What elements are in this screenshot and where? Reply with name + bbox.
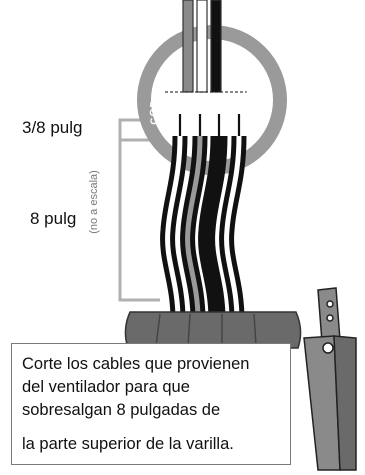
wire-bundle <box>160 135 247 321</box>
long-measure-label: 8 pulg <box>30 209 77 228</box>
scale-note: (no a escala) <box>88 170 100 234</box>
caption-line: la parte superior de la varilla. <box>22 435 234 454</box>
incoming-conductors <box>182 0 222 93</box>
caption-line: Corte los cables que provienen <box>22 355 250 373</box>
short-measure-label: 3/8 pulg <box>22 118 83 137</box>
canopy <box>124 311 302 349</box>
caption-line: del ventilador para que <box>22 378 190 397</box>
wire-stripper-icon <box>303 287 357 471</box>
caption-line: sobresalgan 8 pulgadas de <box>22 401 221 420</box>
stripped-wire-ends <box>178 114 241 136</box>
caption-box: Corte los cables que provienen del venti… <box>11 343 291 465</box>
